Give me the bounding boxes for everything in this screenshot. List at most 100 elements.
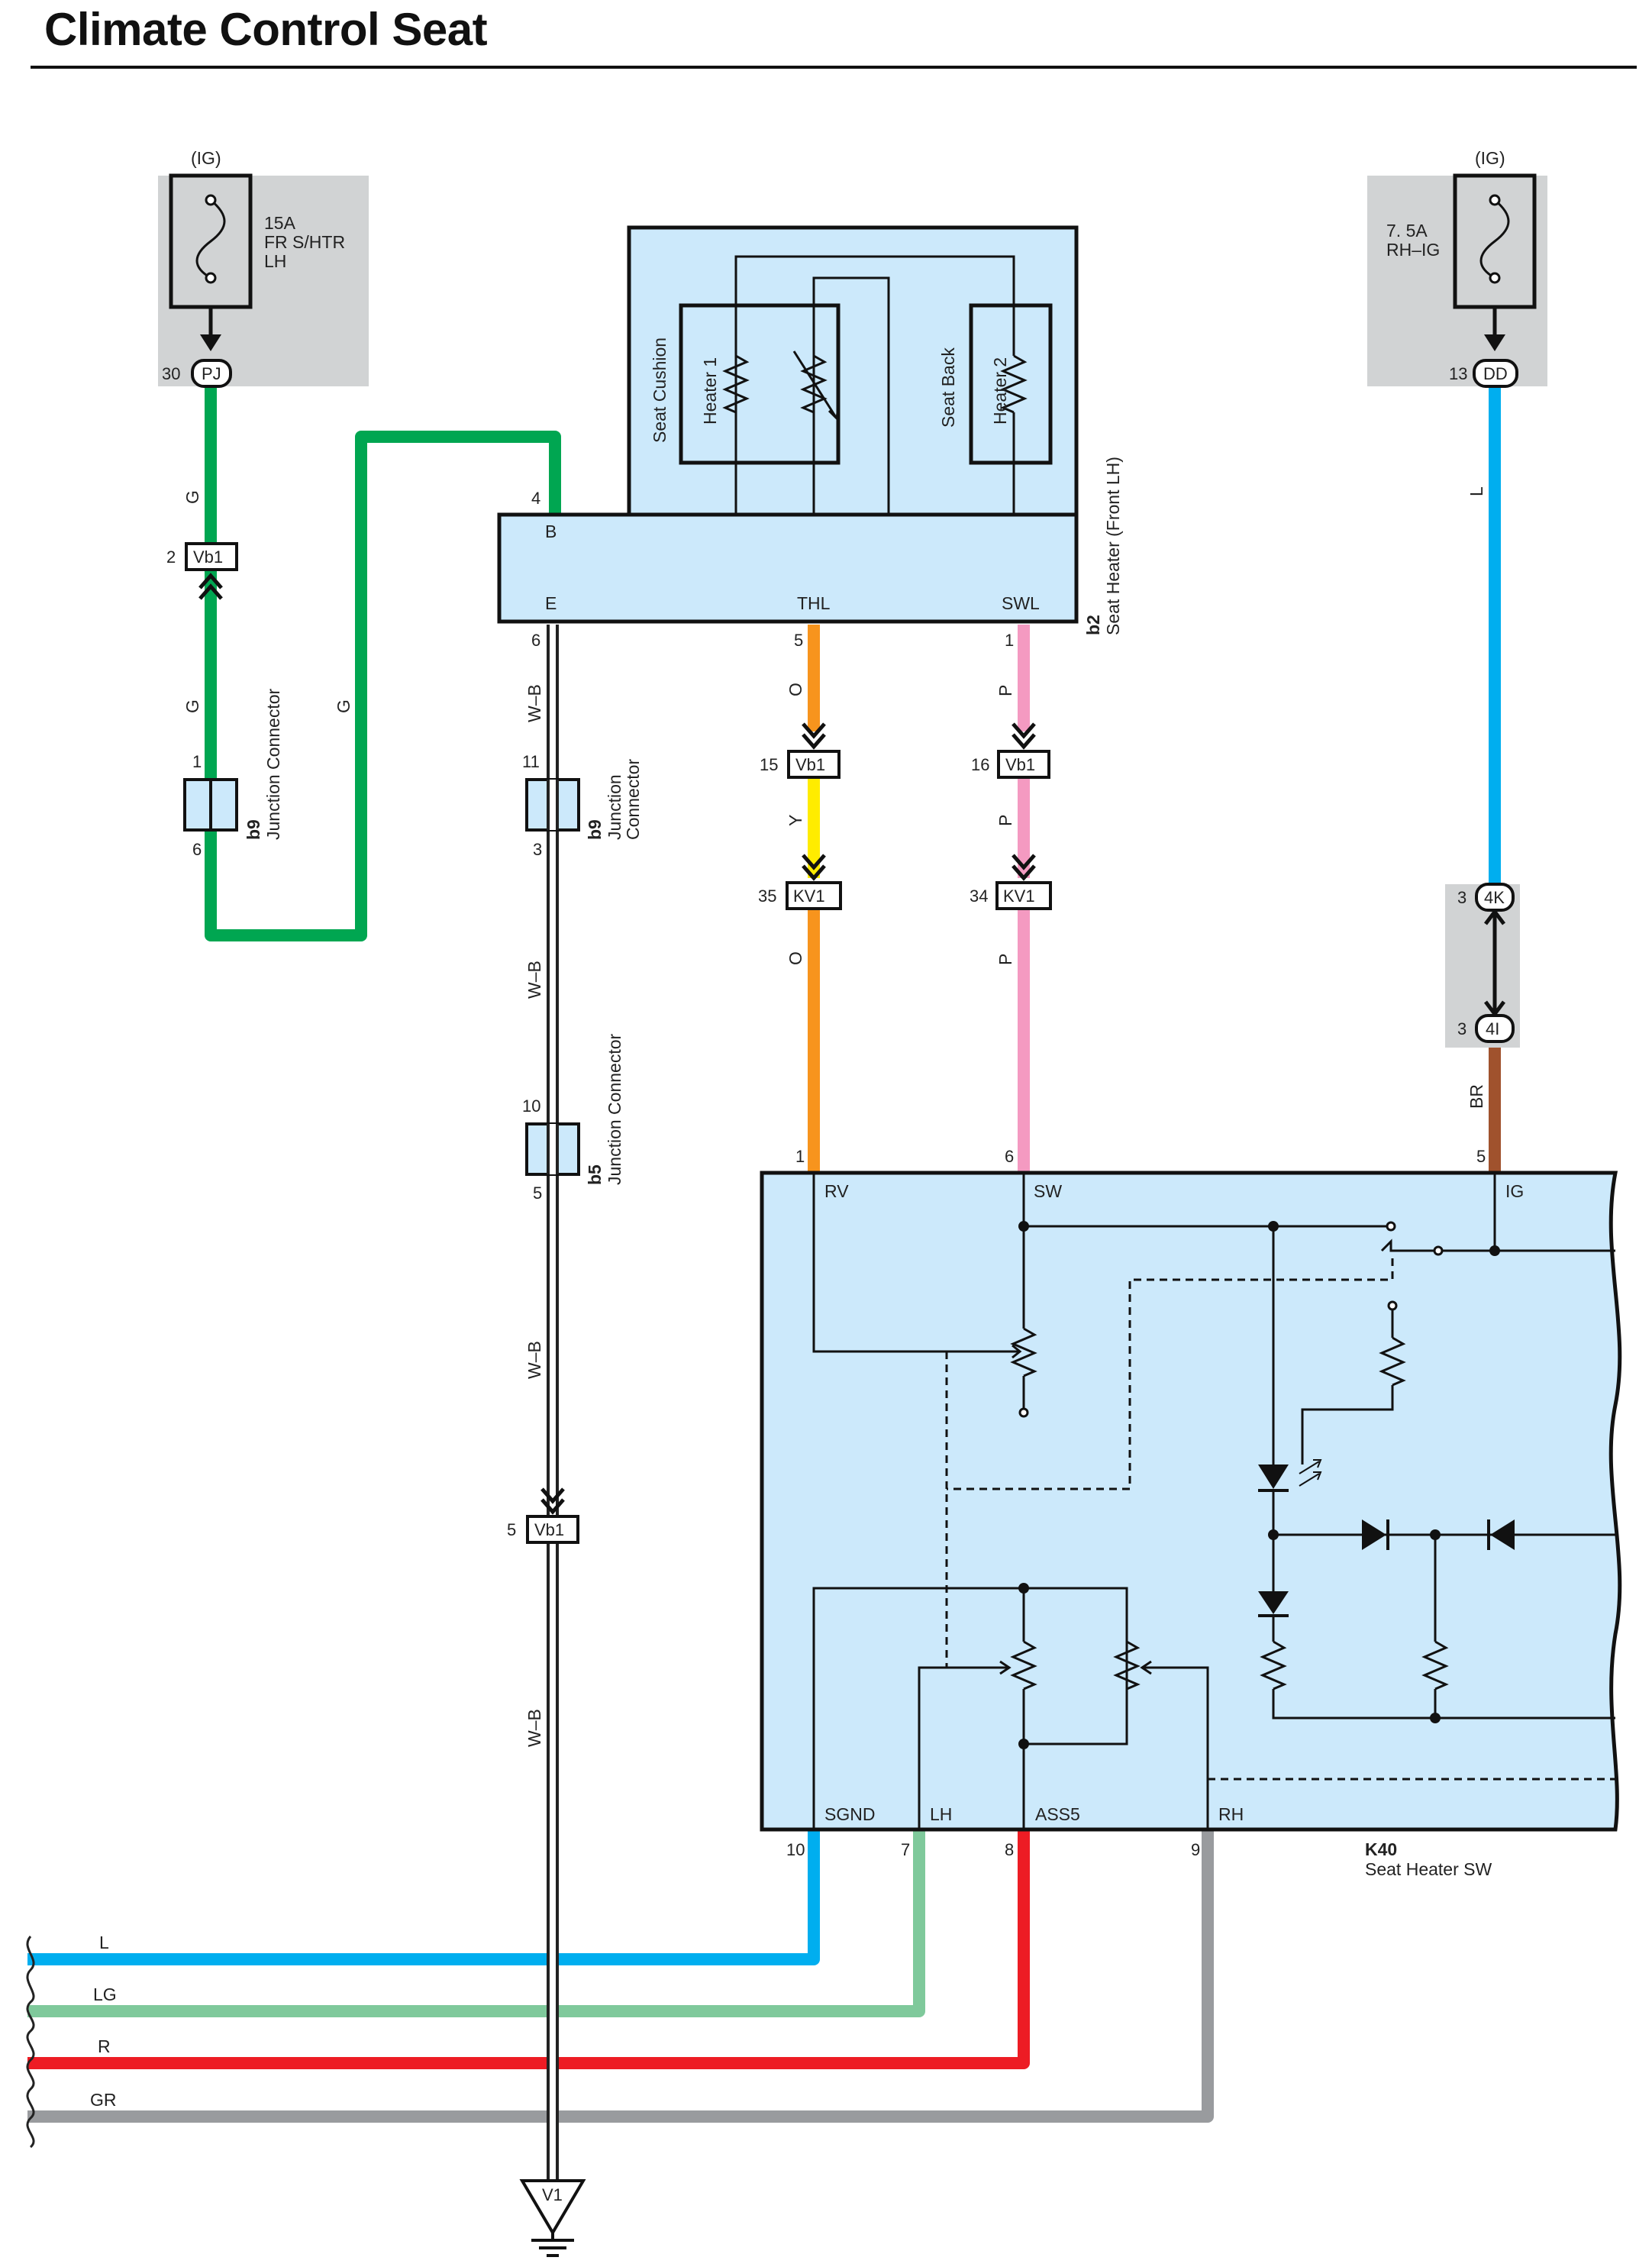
- fuse-lh-terminal-bottom: [205, 272, 217, 284]
- switch-terminal-rv: RV: [824, 1181, 849, 1201]
- fuse-rh-terminal-bottom: [1489, 272, 1501, 284]
- junction-b9-g-pin-bottom: 6: [192, 840, 202, 859]
- fuse-lh-name-line2: LH: [264, 251, 286, 271]
- junction-b9-g-code: b9: [244, 819, 263, 840]
- led-icon: [1258, 1465, 1289, 1489]
- wire-label-br: BR: [1466, 1084, 1486, 1109]
- junction-b9-wb-code: b9: [585, 819, 605, 840]
- fuse-lh: (IG) 15A FR S/HTR LH: [158, 148, 369, 386]
- connector-vb1-o-pin: 15: [760, 755, 778, 774]
- connector-4k-4i: 4K 3 4I 3: [1445, 883, 1520, 1048]
- connector-4i-pin: 3: [1457, 1019, 1466, 1038]
- junction-b9-g-pin-top: 1: [192, 752, 202, 771]
- connector-vb1-p-name: Vb1: [1005, 755, 1035, 774]
- seat-heater-pin-b: 4: [531, 489, 540, 508]
- fuse-lh-name-line1: FR S/HTR: [264, 232, 345, 252]
- connector-4k-box: [1475, 883, 1515, 912]
- junction-dot: [1430, 1713, 1441, 1723]
- diode-icon: [1258, 1591, 1289, 1614]
- seat-heater-pin-e: 6: [531, 631, 540, 650]
- switch-lever: [1380, 1238, 1435, 1252]
- fuse-rh-terminal-top: [1489, 194, 1501, 206]
- junction-b5-wb-code: b5: [585, 1164, 605, 1185]
- connector-vb1-wb: Vb1 5: [507, 1487, 579, 1544]
- switch-terminal-ass5: ASS5: [1035, 1804, 1080, 1824]
- bus-break-mark: [26, 1936, 35, 2149]
- bus-wire-label-lg: LG: [93, 1984, 117, 2004]
- switch-wire-rv: [812, 1173, 1009, 1353]
- connector-4k-name: 4K: [1484, 888, 1505, 907]
- wire-label-y1: Y: [786, 815, 805, 826]
- connector-pj-box: [191, 359, 232, 388]
- connector-vb1-o-name: Vb1: [795, 755, 825, 774]
- seat-heater-pin-thl: 5: [794, 631, 803, 650]
- ground-triangle: [519, 2179, 586, 2236]
- resistor-icon: [1113, 1640, 1141, 1691]
- chevron-down-icon: [802, 854, 826, 881]
- seat-heater-b2: Seat Cushion Heater 1 Seat Back Heater 2…: [497, 225, 1123, 650]
- junction-b9-wb-name-line1: Junction: [605, 774, 624, 840]
- fuse-rh-supply: (IG): [1475, 148, 1505, 168]
- switch-pin-lh: 7: [901, 1840, 910, 1859]
- connector-dd: DD 13: [1449, 359, 1518, 388]
- connector-kv1-o-pin: 35: [758, 886, 776, 906]
- potentiometer-resistor-icon: [1010, 1327, 1037, 1377]
- fuse-rh: (IG) 7. 5A RH–IG: [1367, 148, 1547, 386]
- fuse-lh-arrow: [200, 334, 221, 351]
- resistor-icon: [1260, 1640, 1287, 1691]
- junction-b9-wb: 11 3 b9 Junction Connector: [522, 752, 643, 859]
- switch-wire-sgnd: [812, 1587, 1128, 1829]
- wire-label-g1: G: [182, 490, 202, 504]
- chevron-up-icon: [198, 573, 223, 600]
- thermistor-icon: [800, 354, 828, 414]
- heater2-frame: [969, 303, 1053, 465]
- seat-cushion-label: Seat Cushion: [650, 337, 670, 443]
- connector-4k-pin: 3: [1457, 888, 1466, 907]
- seat-back-label: Seat Back: [938, 347, 958, 428]
- connector-pj-name: PJ: [202, 364, 221, 383]
- junction-dot: [1018, 1739, 1029, 1749]
- chevron-down-icon: [1012, 854, 1036, 881]
- seat-heater-switch-k40: RV SW IG SGND LH ASS5 RH 1 6 5 10 7 8 9 …: [760, 1147, 1622, 1879]
- seat-heater-name: Seat Heater (Front LH): [1103, 457, 1123, 635]
- connector-dd-box: [1473, 359, 1518, 388]
- switch-pin-sgnd: 10: [786, 1840, 805, 1859]
- fuse-lh-terminal-top: [205, 194, 217, 206]
- junction-b5-wb-pin-top: 10: [522, 1096, 540, 1116]
- switch-wire-lh: [918, 1666, 1008, 1829]
- thermistor-arrow: [792, 350, 840, 421]
- switch-pin-ass5: 8: [1005, 1840, 1014, 1859]
- switch-body: [760, 1171, 1622, 1832]
- heater1-frame: [679, 303, 841, 465]
- connector-dd-pin: 13: [1449, 364, 1467, 383]
- wire-label-g3: G: [334, 699, 353, 713]
- heater1-label: Heater 1: [700, 357, 720, 425]
- wire-label-wb3: W–B: [524, 1341, 544, 1379]
- wire-bus-r: [27, 1829, 1030, 2069]
- title-rule: [31, 66, 1637, 69]
- connector-vb1-p-box: [997, 750, 1050, 779]
- connector-4i-box: [1475, 1014, 1515, 1043]
- wire-label-wb1: W–B: [524, 684, 544, 722]
- junction-b5-wb: 10 5 b5 Junction Connector: [522, 1033, 624, 1203]
- potentiometer-wiper-arrow: [1006, 1344, 1022, 1359]
- junction-b5-wb-name: Junction Connector: [605, 1033, 624, 1185]
- seat-heater-pin-swl: 1: [1005, 631, 1014, 650]
- resistor-icon: [1010, 1640, 1037, 1691]
- wire-label-g2: G: [182, 699, 202, 713]
- chevron-down-icon: [540, 1487, 565, 1515]
- connector-pj: PJ 30: [162, 359, 232, 388]
- fuse-rh-panel: [1367, 176, 1547, 386]
- switch-pin-ig: 5: [1476, 1147, 1486, 1166]
- connector-vb1-wb-name: Vb1: [534, 1520, 564, 1539]
- switch-contact: [1386, 1221, 1396, 1232]
- connector-4i-name: 4I: [1486, 1019, 1499, 1038]
- connector-kv1-p-name: KV1: [1003, 886, 1035, 906]
- ground-v1: V1: [519, 2179, 586, 2257]
- switch-terminal-sw: SW: [1034, 1181, 1062, 1201]
- chevron-down-icon: [802, 722, 826, 750]
- chevron-down-icon: [1012, 722, 1036, 750]
- switch-pin-rh: 9: [1191, 1840, 1200, 1859]
- junction-b9-wb-pin-top: 11: [522, 752, 540, 771]
- connector-kv1-o-name: KV1: [793, 886, 825, 906]
